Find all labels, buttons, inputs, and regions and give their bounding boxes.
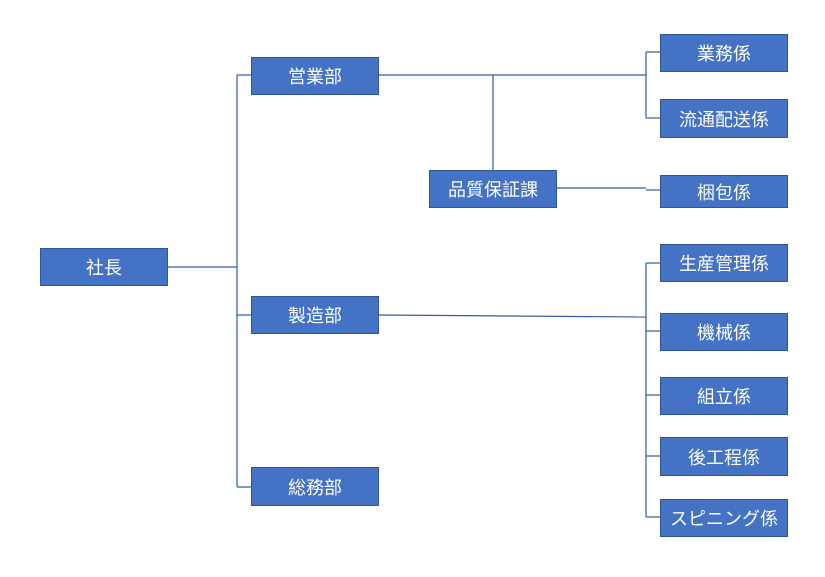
node-spinning-section: スピニング係 [660,499,788,537]
node-assembly-section: 組立係 [660,377,788,415]
node-manufacturing-dept: 製造部 [251,296,379,334]
node-president: 社長 [40,248,168,286]
node-machinery-section: 機械係 [660,313,788,351]
node-production-control-section: 生産管理係 [660,244,788,282]
node-quality-assurance: 品質保証課 [429,170,557,208]
node-packing-section: 梱包係 [660,175,788,208]
node-post-process-section: 後工程係 [660,437,788,476]
connector-manufacturing-horizontal [378,314,647,318]
node-business-section: 業務係 [660,34,788,72]
node-general-affairs-dept: 総務部 [251,467,379,506]
node-sales-dept: 営業部 [251,57,379,95]
node-logistics-section: 流通配送係 [660,99,788,138]
